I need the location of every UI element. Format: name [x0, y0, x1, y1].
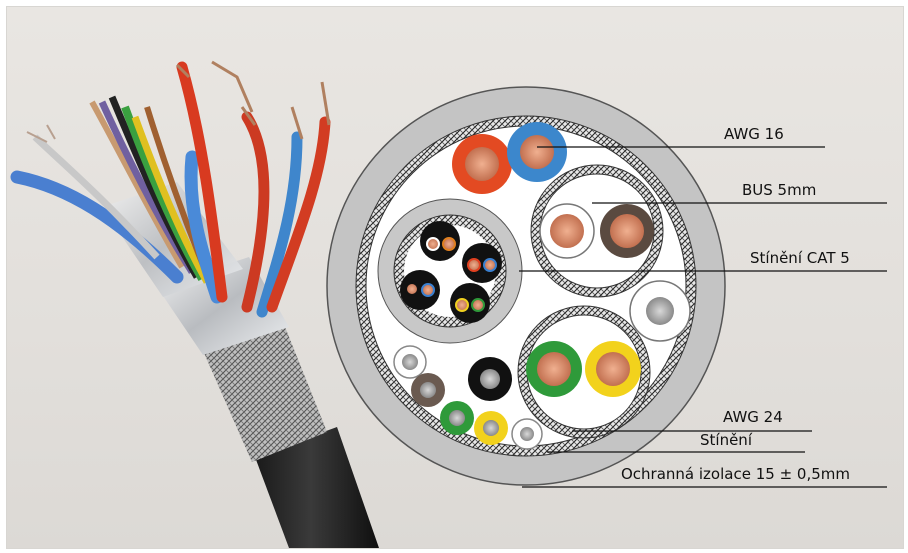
leader-lines: [519, 146, 887, 488]
cable-drawing: [10, 60, 887, 548]
label-stineni: Stínění: [700, 431, 752, 449]
label-awg16: AWG 16: [724, 125, 784, 143]
label-cat5: Stínění CAT 5: [750, 249, 850, 267]
label-izolace: Ochranná izolace 15 ± 0,5mm: [621, 465, 850, 483]
cable-cross-section: [326, 86, 726, 486]
label-bus: BUS 5mm: [742, 181, 817, 199]
cable-photo: [10, 60, 379, 548]
cable-illustration: AWG 16 BUS 5mm Stínění CAT 5 AWG 24 Stín…: [6, 6, 904, 549]
label-awg24: AWG 24: [723, 408, 783, 426]
